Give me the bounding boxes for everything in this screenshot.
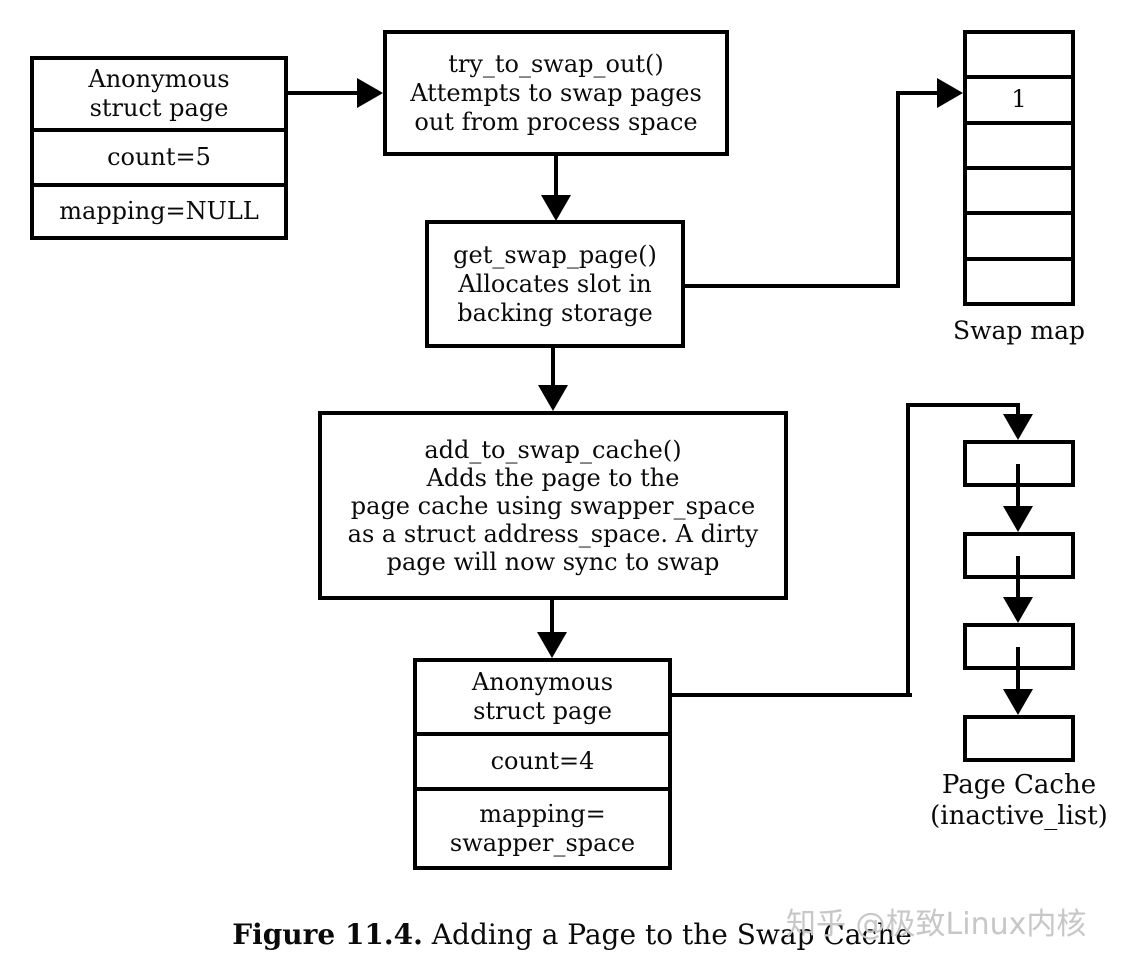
swap-map-cell-allocated: 1 [967, 75, 1071, 120]
arrowhead-get-to-swapmap [937, 78, 963, 108]
node-anon-page-after: Anonymous struct page count=4 mapping= s… [413, 658, 672, 870]
pagecache-link-line-3 [1016, 647, 1020, 690]
node-try-to-swap-out: try_to_swap_out() Attempts to swap pages… [383, 30, 729, 156]
anon-after-count-field: count=4 [417, 732, 668, 787]
swap-map-cell [967, 256, 1071, 302]
connector-anon-to-pagecache-h2 [906, 403, 1020, 407]
swap-map-stack: 1 [963, 30, 1075, 306]
connector-anon-to-pagecache-v2 [1016, 403, 1020, 415]
page-cache-box-4 [963, 715, 1075, 762]
connector-try-to-get-line [554, 155, 558, 196]
connector-anon-to-try-line [288, 91, 358, 95]
connector-get-to-swapmap-h1 [685, 284, 900, 288]
figure-caption-number: Figure 11.4. [232, 918, 423, 951]
figure-caption-title: Adding a Page to the Swap Cache [422, 918, 912, 951]
node-get-swap-page: get_swap_page() Allocates slot in backin… [425, 220, 685, 348]
pagecache-link-arrow-3 [1003, 689, 1033, 715]
anon-before-count-field: count=5 [34, 128, 284, 183]
anon-before-title: Anonymous struct page [88, 65, 230, 122]
swap-map-cell [967, 120, 1071, 166]
swap-map-label: Swap map [953, 316, 1085, 345]
swap-map-cell [967, 165, 1071, 211]
watermark-text: 知乎 @极致Linux内核 [786, 907, 1087, 942]
pagecache-link-line-2 [1016, 556, 1020, 598]
page-cache-label: Page Cache (inactive_list) [930, 770, 1108, 831]
arrowhead-anon-to-pagecache [1003, 414, 1033, 440]
pagecache-link-arrow-2 [1003, 597, 1033, 623]
arrowhead-anon-to-try [357, 78, 383, 108]
connector-get-to-swapmap-h2 [896, 91, 938, 95]
anon-before-mapping-field: mapping=NULL [34, 183, 284, 236]
anon-after-mapping-field: mapping= swapper_space [417, 787, 668, 866]
figure-caption: Figure 11.4. Adding a Page to the Swap C… [0, 918, 1144, 951]
swap-map-cell [967, 211, 1071, 256]
connector-get-to-add-line [551, 348, 555, 386]
connector-add-to-anon-line [550, 600, 554, 633]
anon-after-title: Anonymous struct page [471, 668, 614, 725]
node-anon-page-before: Anonymous struct page count=5 mapping=NU… [30, 56, 288, 240]
connector-anon-to-pagecache-v [906, 403, 910, 697]
connector-get-to-swapmap-v [896, 91, 900, 288]
node-add-to-swap-cache: add_to_swap_cache() Adds the page to the… [318, 411, 788, 600]
connector-anon-to-pagecache-h1 [672, 693, 912, 697]
arrowhead-add-to-anon [537, 632, 567, 658]
pagecache-link-arrow-1 [1003, 506, 1033, 532]
arrowhead-get-to-add [538, 385, 568, 411]
pagecache-link-line-1 [1016, 464, 1020, 507]
arrowhead-try-to-get [541, 195, 571, 221]
swap-map-cell [967, 34, 1071, 75]
